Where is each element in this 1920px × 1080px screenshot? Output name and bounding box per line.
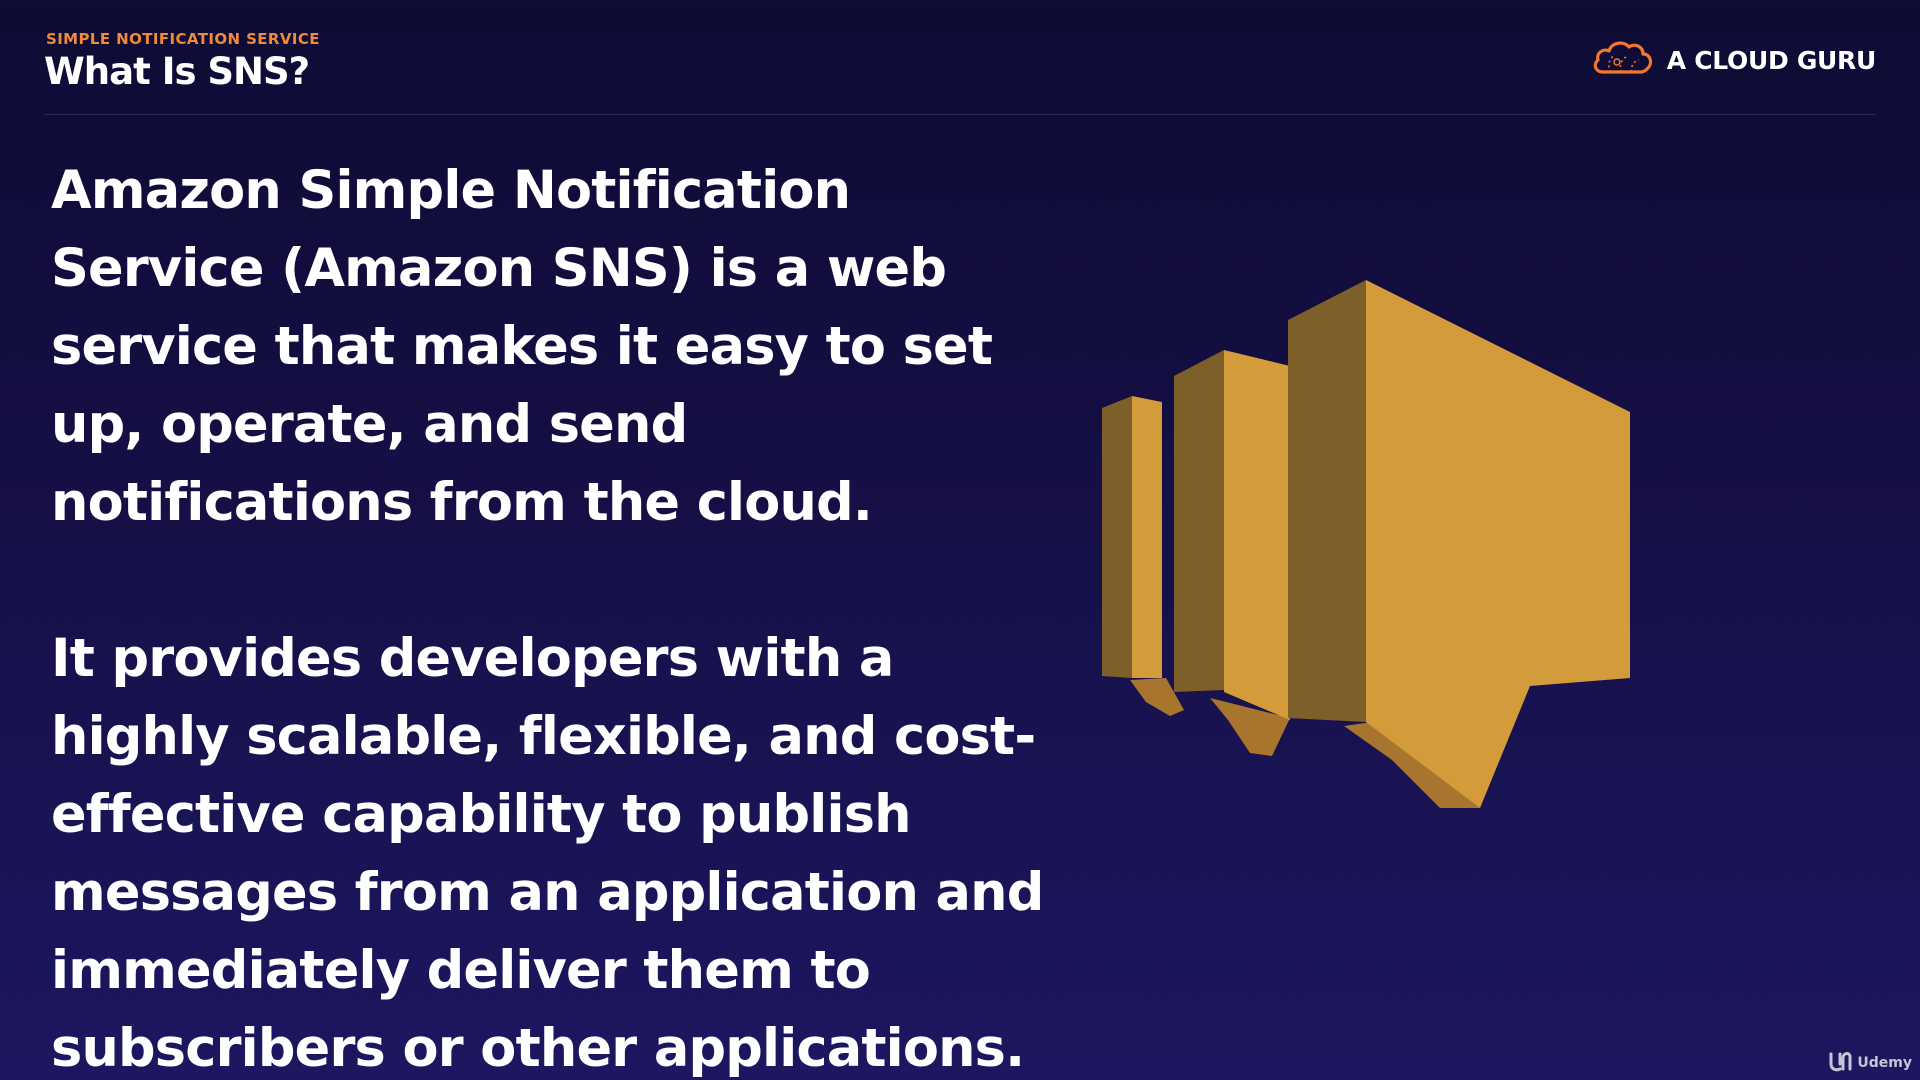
cloud-logo-icon [1591, 38, 1655, 82]
sns-bubble-large [1288, 280, 1630, 808]
sns-bubble-medium [1174, 350, 1290, 756]
benefits-paragraph: It provides developers with a highly sca… [51, 628, 1044, 1079]
brand-logo: A CLOUD GURU [1591, 40, 1876, 80]
section-label: SIMPLE NOTIFICATION SERVICE [46, 30, 320, 48]
sns-speech-bubbles-icon [1100, 278, 1632, 816]
definition-paragraph: Amazon Simple Notification Service (Amaz… [51, 160, 993, 533]
slide-header: SIMPLE NOTIFICATION SERVICE What Is SNS?… [44, 28, 1876, 115]
udemy-wordmark: Udemy [1857, 1055, 1912, 1071]
sns-bubble-small [1102, 396, 1184, 716]
udemy-watermark: Udemy [1827, 1050, 1912, 1076]
udemy-logo-icon [1827, 1050, 1853, 1076]
brand-name: A CLOUD GURU [1666, 45, 1877, 75]
slide-body: Amazon Simple Notification Service (Amaz… [51, 152, 1061, 1080]
page-title: What Is SNS? [44, 50, 310, 93]
